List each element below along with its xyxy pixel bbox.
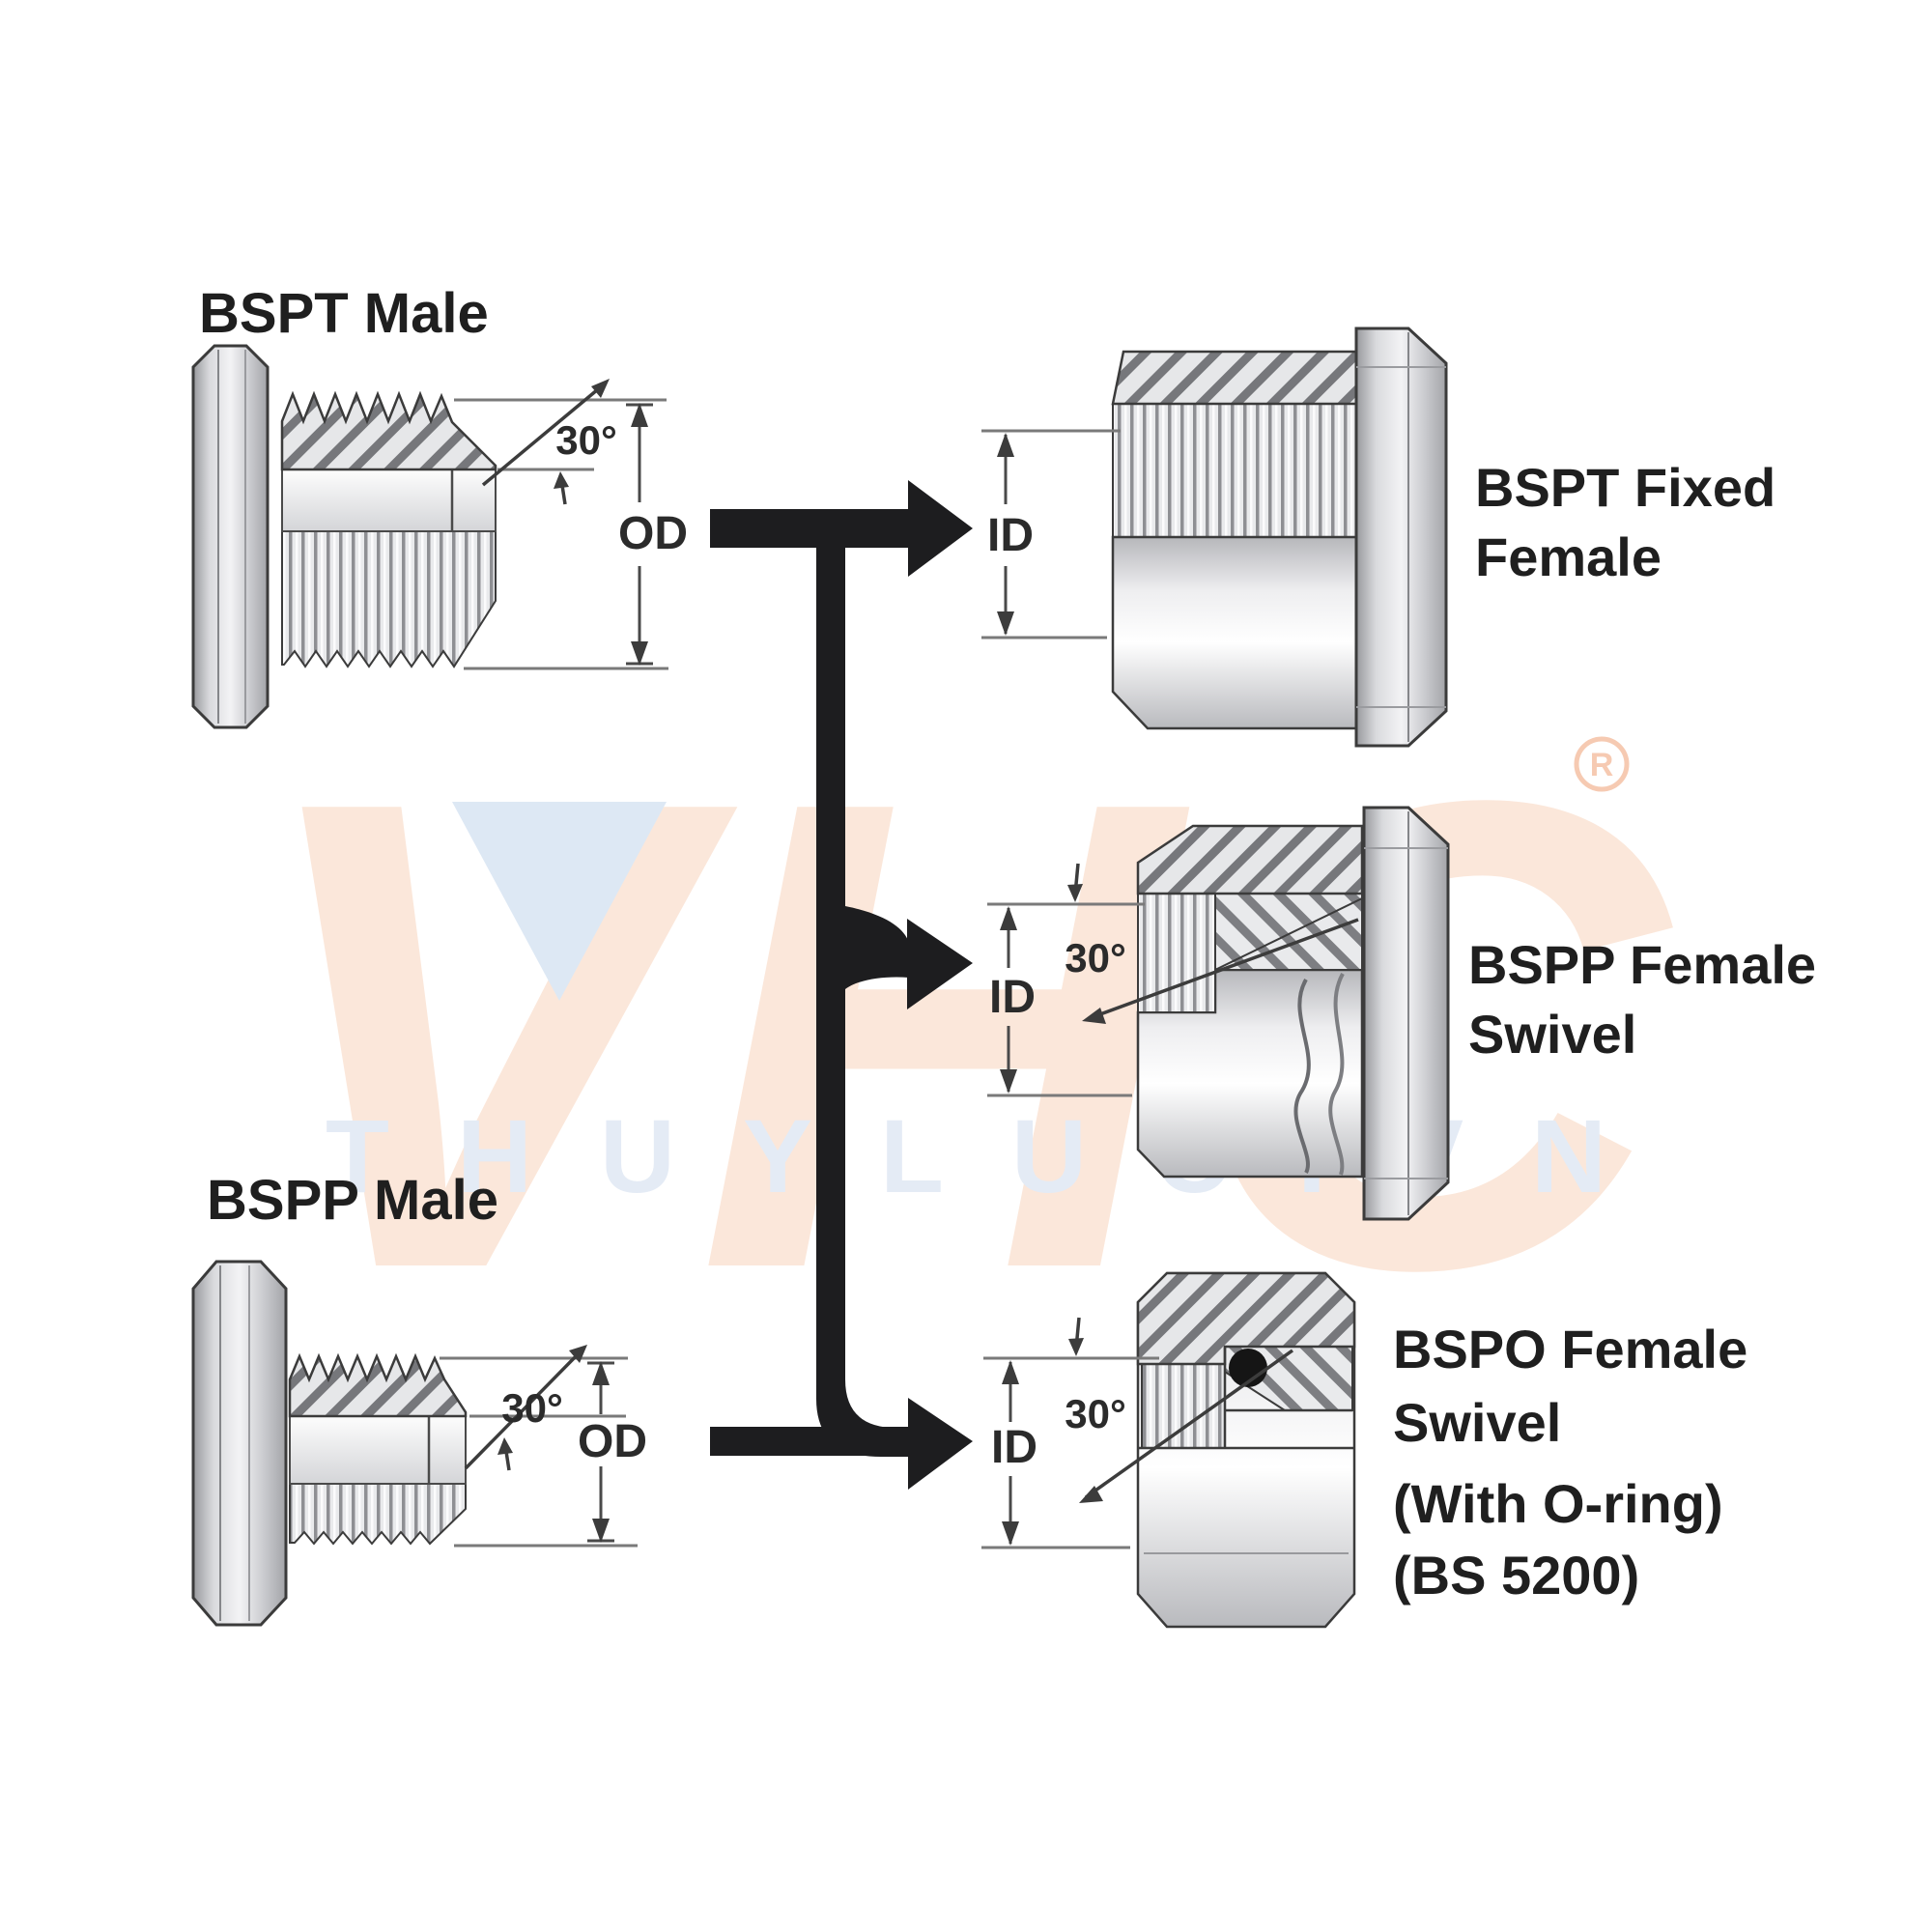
bspo-female-swivel-label-line4: (BS 5200) [1393,1545,1639,1605]
bspo-female-swivel-angle-label: 30° [1065,1391,1126,1436]
registered-trademark-icon [1574,736,1630,792]
bspp-female-swivel-angle-leader-arrow [1082,1008,1106,1024]
bspo-female-swivel-id-label: ID [991,1422,1037,1473]
bspp-male-lower-threads [289,1483,467,1546]
bspo-female-swivel-label-line1: BSPO Female [1393,1319,1747,1379]
flow-arrow-top [710,480,973,577]
bspt-fixed-female-id-extension-lines [981,429,1121,639]
bspt-fixed-female-label-line1: BSPT Fixed [1475,457,1776,518]
bspt-fixed-female-crest-band [1111,350,1358,406]
bspp-female-swivel-wedge-seam [1214,897,1363,971]
bspt-fixed-female-id-label: ID [987,510,1034,561]
bspp-male-angle-leader-arrow [569,1345,587,1363]
flow-arrow-bottom [710,1398,973,1490]
watermark-site-text: THUYLUC.VN [326,1097,1674,1214]
bspp-male-od-arrow-top [592,1361,610,1385]
bspp-male-angle-leader [464,1349,583,1470]
bspp-male-title: BSPP Male [207,1169,498,1232]
watermark-logo-text: VHC [246,663,1673,1407]
bspp-female-swivel-hex [1362,806,1450,1221]
bspp-female-swivel-label-line1: BSPP Female [1468,934,1816,995]
flow-arrow-middle-head [907,919,973,1009]
bspo-female-swivel-id-arrow-top [1002,1360,1019,1384]
bspp-female-swivel-crest-band [1136,824,1364,895]
flow-trunk [816,546,908,1457]
bspo-female-swivel-id-extension-lines [981,1356,1159,1549]
bspt-male-od-arrow-top [631,403,648,427]
bspt-male-angle-leader [481,383,606,487]
bspp-female-swivel-angle-label: 30° [1065,935,1126,980]
o-ring-dot [1229,1349,1267,1387]
bspp-female-swivel-label-line2: Swivel [1468,1004,1636,1065]
bspt-male-drawing: BSPT Male 30° O [191,282,688,729]
bspt-fixed-female-threads [1112,403,1357,538]
bspp-female-swivel-groove-1 [1293,979,1311,1174]
bspt-male-angle-label: 30° [555,417,617,463]
bspt-fixed-female-label-line2: Female [1475,526,1662,587]
bspp-female-swivel-angle-tick-arrow [1067,884,1083,902]
bspt-male-title: BSPT Male [199,282,489,345]
bspp-female-swivel-drawing: ID 30° BSPP Female Swivel [987,806,1816,1221]
bspt-fixed-female-hex [1354,327,1448,748]
bspp-female-swivel-angle-leader [1089,918,1359,1020]
bspo-female-swivel-angle-tick-arrow [1068,1338,1084,1356]
bspt-male-angle-tick-arrow [554,471,569,489]
bspp-male-angle-label: 30° [501,1385,563,1431]
bspp-male-od-arrow-bottom [592,1519,610,1543]
bspp-male-drawing: BSPP Male 30° O [191,1169,647,1627]
flow-arrows [710,480,973,1490]
bspt-fixed-female-id-arrow-top [997,433,1014,457]
bspp-female-swivel-id-label: ID [989,972,1036,1023]
bspt-male-reference-lines [454,398,667,471]
watermark: VHC R THUYLUC.VN [246,663,1674,1407]
bspo-female-swivel-angle-leader-arrow [1079,1486,1103,1503]
bspt-fixed-female-drawing: ID BSPT Fixed Female [981,327,1776,748]
bspt-male-od-label: OD [618,508,688,559]
bspp-female-swivel-id-extension-lines [987,902,1145,1097]
bspt-male-hex-head [191,344,270,729]
watermark-logo-accent-triangle [452,802,667,1001]
flow-arrow-middle-branch [845,906,909,989]
bspt-male-od-arrow-bottom [631,641,648,666]
bspp-male-od-label: OD [578,1416,647,1467]
bspp-male-angle-tick-arrow [497,1437,513,1455]
bspp-female-swivel-id-arrow-bottom [1000,1069,1017,1094]
registered-trademark-letter: R [1590,747,1614,783]
bspt-male-lower-threads [281,530,497,668]
bspp-male-hex-head [191,1260,288,1627]
bspt-male-core [281,469,497,532]
bspo-female-swivel-id-arrow-bottom [1002,1521,1019,1546]
bspp-male-reference-lines [440,1356,628,1418]
bspo-female-swivel-label-line3: (With O-ring) [1393,1473,1723,1534]
bspp-female-swivel-groove-2 [1328,973,1345,1176]
bspo-female-swivel-angle-leader [1084,1349,1294,1499]
bspp-female-swivel-id-arrow-top [1000,906,1017,930]
bspt-male-upper-threads [280,390,497,471]
bspp-male-core [289,1415,467,1485]
bspo-female-swivel-crest-band [1136,1271,1356,1366]
bspp-male-upper-threads [288,1352,468,1418]
bspt-fixed-female-body [1111,535,1358,730]
bspo-female-swivel-drawing: ID 30° BSPO Female Swivel (With O-ring) … [981,1271,1747,1629]
bspt-fixed-female-id-arrow-bottom [997,611,1014,636]
bspo-female-swivel-label-line2: Swivel [1393,1392,1561,1453]
bspt-male-angle-leader-arrow [591,379,610,398]
